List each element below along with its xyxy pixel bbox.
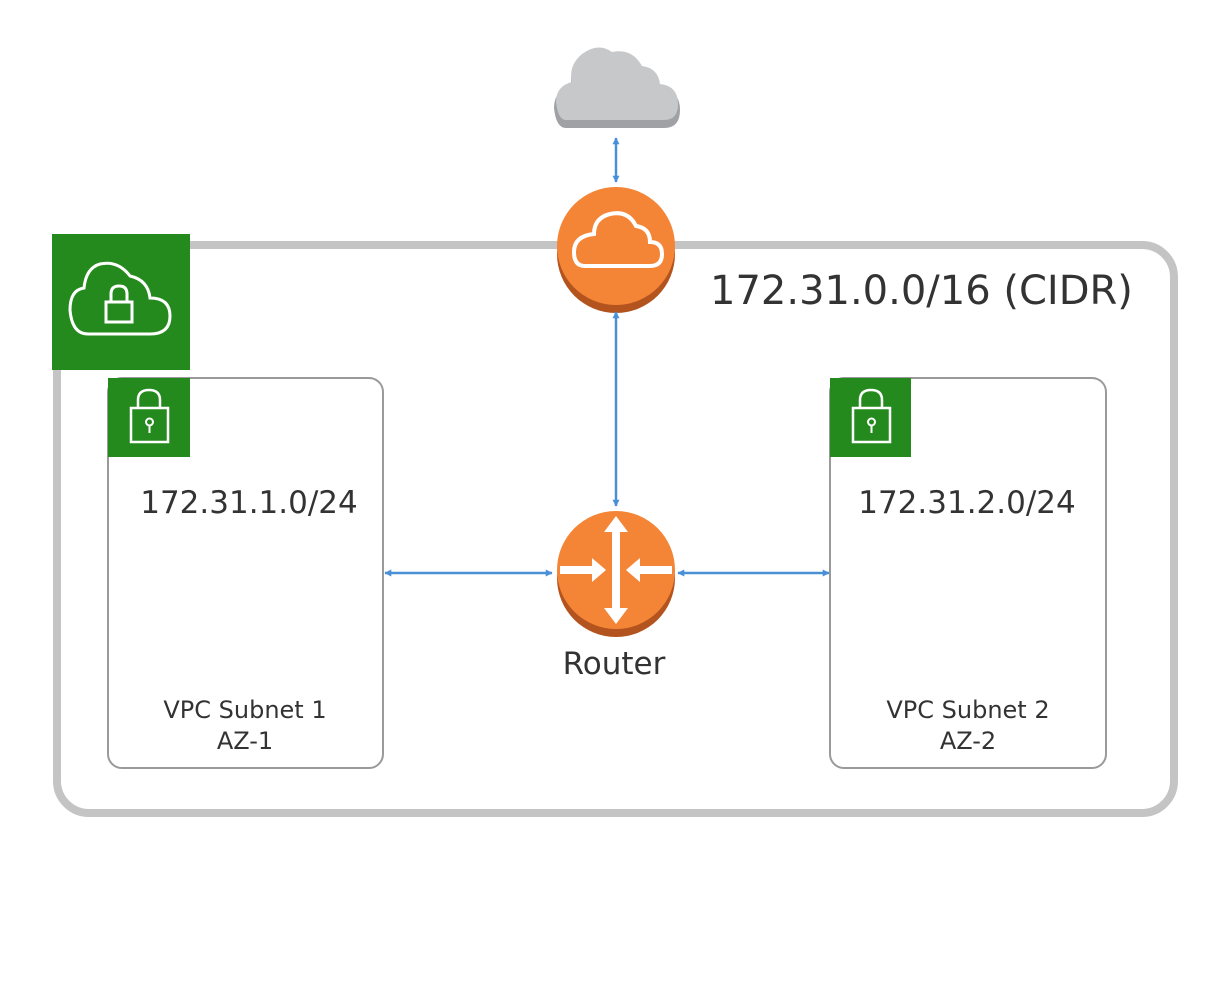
cloud-icon <box>554 47 680 128</box>
internet-gateway-icon <box>557 187 675 313</box>
subnet-2-az: AZ-2 <box>940 727 996 755</box>
padlock-icon <box>129 388 170 444</box>
router-label: Router <box>563 646 666 682</box>
vpc-cidr-label: 172.31.0.0/16 (CIDR) <box>710 268 1133 314</box>
router-icon <box>557 511 675 637</box>
subnet-1-name: VPC Subnet 1 <box>163 696 326 724</box>
padlock-icon <box>851 388 892 444</box>
vpc-cloud-lock-icon <box>68 261 172 336</box>
subnet-2-cidr: 172.31.2.0/24 <box>858 485 1076 521</box>
subnet-1-az: AZ-1 <box>217 727 273 755</box>
subnet-2: 172.31.2.0/24 VPC Subnet 2 AZ-2 <box>829 377 1107 769</box>
subnet-1-box <box>107 377 384 769</box>
vpc-badge <box>52 234 190 370</box>
subnet-1: 172.31.1.0/24 VPC Subnet 1 AZ-1 <box>107 377 384 769</box>
subnet-1-cidr: 172.31.1.0/24 <box>140 485 358 521</box>
subnet-2-box <box>829 377 1107 769</box>
subnet-2-name: VPC Subnet 2 <box>886 696 1049 724</box>
